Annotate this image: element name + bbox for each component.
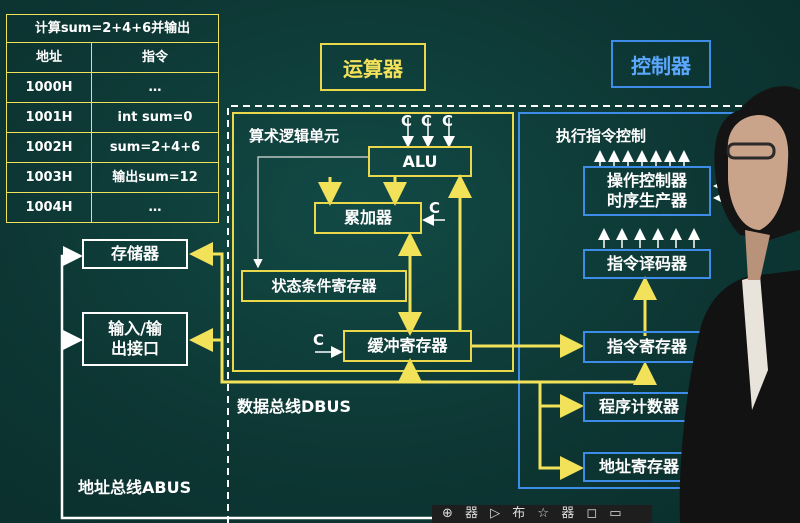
timing-generator-label: 时序生产器 [606,191,687,210]
instruction-table: 计算sum=2+4+6并输出 地址 指令 1000H … 1001H int s… [6,14,219,223]
control-unit-header: 控制器 [611,40,711,88]
status-register-box: 状态条件寄存器 [241,270,407,302]
header-address: 地址 [7,43,92,72]
op-controller-label: 操作控制器 [606,171,687,190]
instruction-cell: … [148,80,162,95]
instruction-decoder-box: 指令译码器 [583,249,711,279]
table-row: 1002H sum=2+4+6 [7,133,218,163]
accumulator-box: 累加器 [314,202,422,234]
alu-box: ALU [368,146,472,177]
clock-c: C [442,112,454,130]
table-header-row: 地址 指令 [7,43,218,73]
alu-area-title: 算术逻辑单元 [249,127,340,145]
data-bus-label: 数据总线DBUS [237,397,351,416]
table-row: 1004H … [7,193,218,222]
player-toolbar[interactable]: ⊕ 器 ▷ 布 ☆ 器 ◻ ▭ [432,505,652,523]
clock-c: C [421,112,433,130]
instruction-cell: int sum=0 [117,110,193,125]
instruction-cell: 输出sum=12 [112,170,198,185]
address-cell: 1000H [7,73,92,102]
instruction-cell: … [148,200,162,215]
presenter-image [679,86,800,523]
table-row: 1003H 输出sum=12 [7,163,218,193]
io-interface-box: 输入/输 出接口 [82,312,188,366]
memory-box: 存储器 [82,239,188,269]
io-label-line2: 出接口 [110,339,159,358]
address-cell: 1002H [7,133,92,162]
control-area-title: 执行指令控制 [556,127,647,145]
instruction-cell: sum=2+4+6 [109,140,201,155]
io-label-line1: 输入/输 [108,319,162,338]
address-cell: 1004H [7,193,92,222]
table-row: 1000H … [7,73,218,103]
alu-unit-header: 运算器 [320,43,426,91]
clock-c: C [313,331,325,349]
clock-c: C [401,112,413,130]
clock-c: C [429,199,441,217]
op-controller-box: 操作控制器 时序生产器 [583,166,711,216]
address-cell: 1001H [7,103,92,132]
table-caption: 计算sum=2+4+6并输出 [7,15,218,43]
address-bus-label: 地址总线ABUS [78,478,192,497]
buffer-register-box: 缓冲寄存器 [343,330,472,362]
table-row: 1001H int sum=0 [7,103,218,133]
header-instruction: 指令 [141,50,168,65]
address-cell: 1003H [7,163,92,192]
